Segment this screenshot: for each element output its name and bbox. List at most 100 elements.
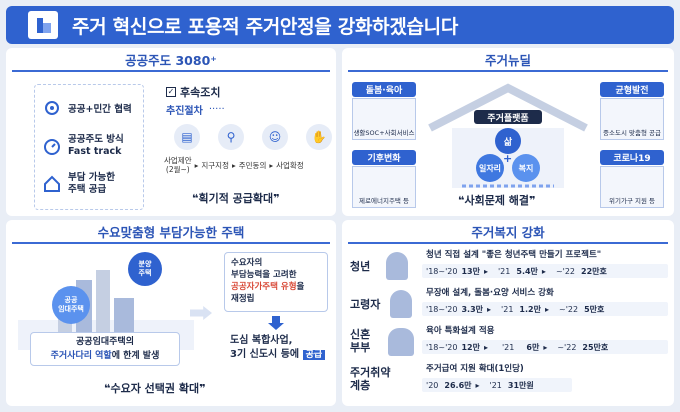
quote-text: 획기적 공급확대 bbox=[198, 192, 274, 205]
caption-text: 에 한계 발생 bbox=[111, 351, 160, 361]
roof-label: 주거플랫폼 bbox=[474, 110, 542, 124]
stat-value: 5.4만 bbox=[516, 266, 538, 276]
process-label: 추진절차 bbox=[166, 106, 203, 117]
people-icon: ☺ bbox=[262, 124, 288, 150]
row-desc: 무장애 설계, 돌봄·요양 서비스 강화 bbox=[426, 288, 554, 298]
page-title: 주거 혁신으로 포용적 주거안정을 강화하겠습니다 bbox=[72, 15, 459, 38]
panel-header: 주거뉴딜 bbox=[484, 52, 531, 68]
step-text: 지구지정 bbox=[201, 160, 229, 170]
quote-social: ❝ 사회문제 해결 ❞ bbox=[458, 193, 536, 208]
row-desc: 청년 직접 설계 "좋은 청년주택 만들기 프로젝트" bbox=[426, 250, 602, 260]
process-icons: ▤ ⚲ ☺ ✋ bbox=[174, 124, 332, 150]
item-text: 부담 가능한 bbox=[68, 172, 116, 183]
result-line: 도심 복합사업, bbox=[230, 335, 293, 346]
stat-value: 3.3만 bbox=[461, 304, 484, 314]
panel-housing-welfare: 주거복지 강화 청년 청년 직접 설계 "좋은 청년주택 만들기 프로젝트" '… bbox=[342, 220, 674, 406]
arrow-down-icon bbox=[268, 316, 284, 330]
process-label-row: 추진절차 ····· bbox=[166, 104, 225, 117]
corner-tag: 기후변화 bbox=[352, 150, 416, 165]
follow-up: ✓ 후속조치 bbox=[166, 84, 220, 100]
stat-period: ~'22 bbox=[555, 266, 576, 276]
corner-image: 제로에너지주택 등 bbox=[352, 166, 416, 208]
process-steps: 사업제안(2월~) ▸지구지정 ▸주민동의 ▸사업확정 bbox=[164, 156, 304, 174]
couple-icon bbox=[388, 328, 414, 356]
stat-period: ~'22 bbox=[558, 304, 579, 314]
row-label-line: 주거취약 bbox=[350, 366, 391, 379]
step-text: 사업확정 bbox=[276, 160, 304, 170]
corner-caption: 위기가구 지원 등 bbox=[609, 197, 655, 205]
corner-image: 생활SOC+사회서비스 bbox=[352, 98, 416, 140]
corner-tag: 균형발전 bbox=[600, 82, 664, 97]
row-label: 고령자 bbox=[350, 298, 381, 311]
caption-highlight: 주거사다리 역할 bbox=[50, 351, 112, 361]
circle-life: 삶 bbox=[495, 128, 521, 154]
house-icon bbox=[44, 175, 60, 192]
row-label-line: 부부 bbox=[350, 341, 371, 354]
bubble-text: 임대주택 bbox=[58, 305, 84, 313]
stat-value: 31만원 bbox=[507, 380, 534, 390]
item-text: Fast track bbox=[68, 146, 122, 157]
arrow-right-icon bbox=[190, 306, 212, 320]
gear-icon bbox=[45, 101, 59, 115]
circle-welfare: 복지 bbox=[512, 154, 540, 182]
panel-header: 수요맞춤형 부담가능한 주택 bbox=[97, 224, 245, 240]
bubble-text: 분양 bbox=[138, 260, 152, 268]
consumer-box: 수요자의 부담능력을 고려한 공공자가주택 유형을 재정립 bbox=[224, 252, 328, 312]
stopwatch-icon bbox=[44, 139, 60, 155]
result-text: 도심 복합사업, 3기 신도시 등에 공급 bbox=[230, 334, 326, 362]
quote-text: 사회문제 해결 bbox=[464, 194, 530, 207]
stat-period: '21 bbox=[501, 304, 514, 314]
circle-jobs: 일자리 bbox=[476, 154, 504, 182]
stat-value: 25만호 bbox=[582, 342, 609, 352]
box-text: 재정립 bbox=[231, 294, 255, 304]
stat-period: '20 bbox=[426, 380, 439, 390]
location-pin-icon: ⚲ bbox=[218, 124, 244, 150]
quote-supply: ❝ 획기적 공급확대 ❞ bbox=[192, 191, 280, 206]
bubble-text: 주택 bbox=[138, 269, 152, 277]
caption-box: 공공임대주택의 주거사다리 역할에 한계 발생 bbox=[30, 332, 180, 366]
stat-value: 5만호 bbox=[584, 304, 605, 314]
supply-tag: 공급 bbox=[302, 350, 326, 360]
title-banner: 주거 혁신으로 포용적 주거안정을 강화하겠습니다 bbox=[6, 6, 674, 44]
box-text: 수요자의 bbox=[231, 258, 263, 268]
box-highlight: 공공자가주택 유형 bbox=[231, 282, 297, 292]
stat-value: 26.6만 bbox=[444, 380, 472, 390]
box-text: 을 bbox=[296, 282, 305, 292]
caption-text: 공공임대주택의 bbox=[76, 337, 134, 347]
panel-header: 주거복지 강화 bbox=[471, 224, 545, 240]
item-text: 공공주도 방식 bbox=[68, 134, 124, 145]
checkbox-icon: ✓ bbox=[166, 87, 176, 97]
stat-period: '21 bbox=[489, 380, 502, 390]
item-text: 공공+민간 협력 bbox=[68, 104, 132, 115]
panel-public-3080: 공공주도 3080⁺ 공공+민간 협력 공공주도 방식 Fast track 부… bbox=[6, 48, 336, 216]
row-label-line: 신혼 bbox=[350, 328, 371, 341]
item-public-private: 공공+민간 협력 bbox=[42, 98, 132, 118]
box-text: 부담능력을 고려한 bbox=[231, 270, 297, 280]
plus-sign: + bbox=[503, 152, 513, 165]
row-desc: 주거급여 지원 확대(1인당) bbox=[426, 364, 524, 374]
stat-period: '18~'20 bbox=[426, 342, 458, 352]
follow-label: 후속조치 bbox=[180, 86, 221, 99]
item-text: 주택 공급 bbox=[68, 184, 107, 195]
corner-caption: 중소도시 맞춤형 공급 bbox=[603, 129, 661, 137]
quote-text: 수요자 선택권 확대 bbox=[110, 382, 200, 395]
stat-period: ~'22 bbox=[557, 342, 577, 352]
stat-value: 22만호 bbox=[581, 266, 607, 276]
stat-value: 12만 bbox=[461, 342, 480, 352]
result-line: 3기 신도시 등에 bbox=[230, 349, 300, 360]
item-fast-track: 공공주도 방식 Fast track bbox=[42, 134, 124, 158]
step-text: 사업제안 bbox=[164, 156, 192, 165]
corner-tag: 코로나19 bbox=[600, 150, 664, 165]
building-logo-icon bbox=[28, 11, 58, 39]
map-icon: ▤ bbox=[174, 124, 200, 150]
